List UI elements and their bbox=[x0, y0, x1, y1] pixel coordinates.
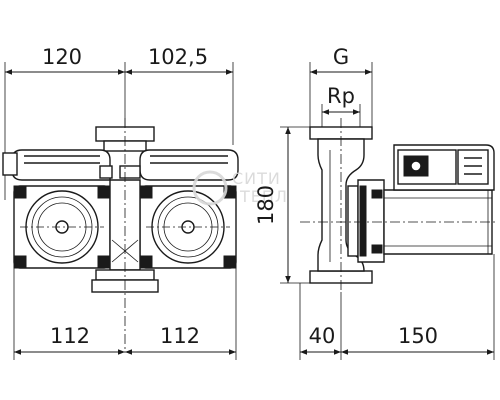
dim-label-front-bottom-left: 112 bbox=[50, 324, 90, 348]
dim-label-side-bottom-left: 40 bbox=[309, 324, 336, 348]
left-terminal-box bbox=[2, 152, 18, 176]
left-motor-head bbox=[11, 149, 111, 181]
cable-gland-icon bbox=[410, 160, 422, 172]
dim-label-rp: Rp bbox=[327, 84, 355, 108]
dim-label-front-bottom-right: 112 bbox=[160, 324, 200, 348]
dim-label-side-bottom-right: 150 bbox=[398, 324, 438, 348]
dim-label-height: 180 bbox=[254, 185, 278, 225]
watermark: СИТИ ТЕПЛ bbox=[192, 169, 288, 206]
dim-label-front-top-left: 120 bbox=[42, 45, 82, 69]
front-view: 120 102,5 bbox=[2, 45, 239, 360]
side-view: G Rp bbox=[254, 45, 496, 360]
watermark-line1: СИТИ bbox=[232, 169, 281, 188]
right-motor-head bbox=[139, 149, 239, 181]
watermark-line2: ТЕПЛ bbox=[239, 187, 288, 206]
dim-label-g: G bbox=[333, 45, 349, 69]
dim-label-front-top-right: 102,5 bbox=[148, 45, 208, 69]
watermark-logo-icon bbox=[192, 170, 228, 206]
